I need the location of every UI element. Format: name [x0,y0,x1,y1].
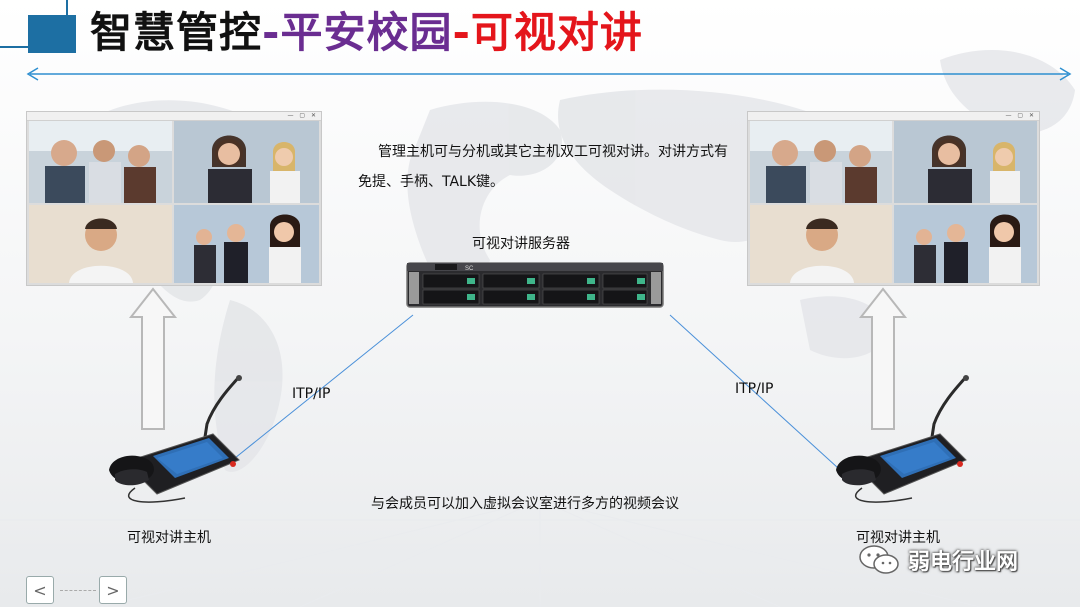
description-text: 管理主机可与分机或其它主机双工可视对讲。对讲方式有免提、手柄、TALK键。 [358,144,728,190]
video-tile-group-meeting [750,121,892,203]
link-line-right [669,314,839,469]
meeting-description: 与会成员可以加入虚拟会议室进行多方的视频会议 [371,496,679,512]
chevron-right-icon: > [106,580,120,600]
video-tile-audience-clapping [894,205,1037,283]
link-line-left [234,314,414,459]
host-label-left: 可视对讲主机 [127,530,211,546]
nav-divider [60,590,96,591]
header-divider-arrow [26,67,1072,81]
next-slide-button[interactable]: > [99,576,127,604]
page-title: 智慧管控-平安校园-可视对讲 [90,6,643,60]
window-title-bar: — ▢ ✕ [27,112,321,121]
intercom-host-left-icon [109,375,242,503]
watermark: 弱电行业网 [858,543,1018,577]
video-tile-woman-smiling [174,121,319,203]
watermark-text: 弱电行业网 [908,550,1019,575]
window-controls[interactable]: — ▢ ✕ [1005,112,1036,119]
up-arrow-right [858,287,908,430]
prev-slide-button[interactable]: < [26,576,54,604]
server-brand-text: SC [465,266,474,272]
wechat-icon [859,545,899,574]
link-label-left: ITP/IP [292,386,331,402]
video-conference-window-right: — ▢ ✕ [747,111,1040,286]
video-tile-audience-clapping [174,205,319,283]
title-part-2: -平安校园 [262,8,453,57]
video-conference-window-left: — ▢ ✕ [26,111,322,286]
video-intercom-server-icon: SC [406,262,664,308]
window-controls[interactable]: — ▢ ✕ [287,112,318,119]
window-title-bar: — ▢ ✕ [748,112,1039,121]
up-arrow-left [128,287,178,430]
host-label-right: 可视对讲主机 [856,530,940,546]
video-tile-man-portrait [750,205,892,283]
intercom-host-right-icon [836,375,969,503]
title-part-3: -可视对讲 [452,8,643,57]
chevron-left-icon: < [33,580,47,600]
video-tile-man-portrait [29,205,172,283]
video-tile-group-meeting [29,121,172,203]
video-tile-woman-smiling [894,121,1037,203]
server-label: 可视对讲服务器 [472,236,570,252]
title-part-1: 智慧管控 [90,8,263,57]
link-label-right: ITP/IP [735,381,774,397]
title-square-marker [28,15,76,53]
